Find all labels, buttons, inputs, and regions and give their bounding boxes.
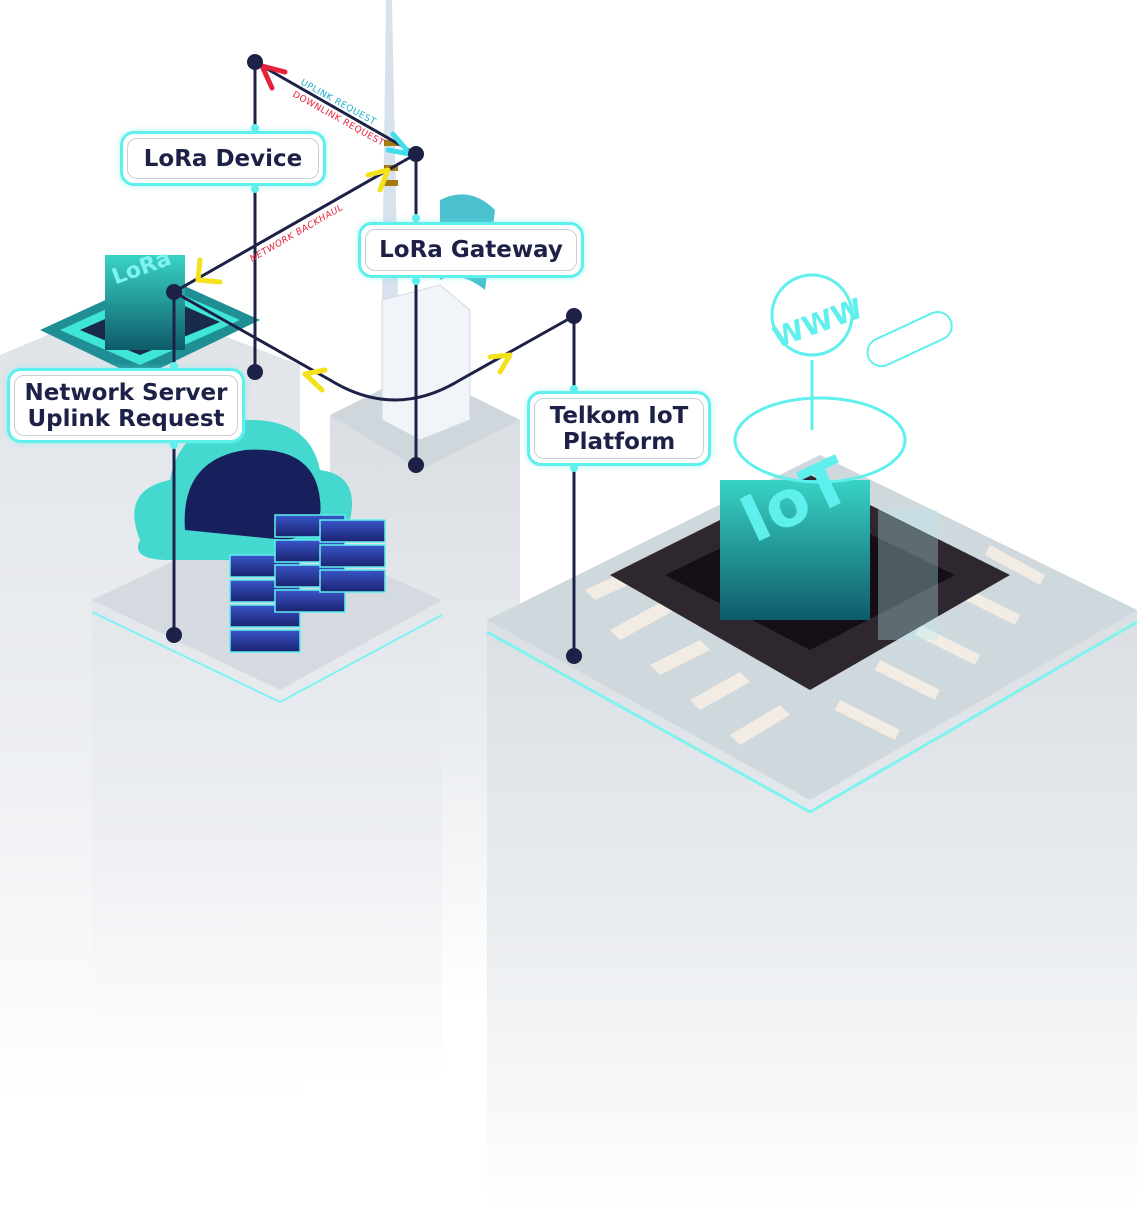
lora-device-label: LoRa Device — [120, 131, 326, 186]
backhaul-arrow-up-icon — [365, 167, 391, 193]
www-globe: WWW — [769, 292, 867, 355]
telkom-iot-text: Telkom IoT — [549, 402, 689, 429]
connections — [172, 60, 576, 656]
network-server-text: Network Server — [24, 379, 228, 406]
gateway-antenna-graphic — [381, 0, 495, 441]
platform-arrow-left-icon — [302, 367, 328, 393]
uplink-request-text: Uplink Request — [27, 405, 225, 432]
lora-gateway-label: LoRa Gateway — [358, 222, 584, 278]
backhaul-label: NETWORK BACKHAUL — [249, 203, 346, 265]
downlink-arrow-icon — [259, 63, 288, 91]
platform-text: Platform — [562, 428, 676, 455]
lora-gateway-text: LoRa Gateway — [379, 237, 563, 263]
platform-arrow-right-icon — [487, 352, 513, 375]
cloud-server-graphic — [134, 420, 386, 653]
lora-device-text: LoRa Device — [143, 145, 303, 172]
lora-chip-graphic: LoRa — [40, 246, 260, 378]
backhaul-arrow-down-icon — [195, 257, 223, 285]
pillar-cloud — [91, 520, 443, 1080]
iot-chip-graphic: IoT WWW — [585, 273, 1045, 745]
nodes — [166, 54, 582, 664]
